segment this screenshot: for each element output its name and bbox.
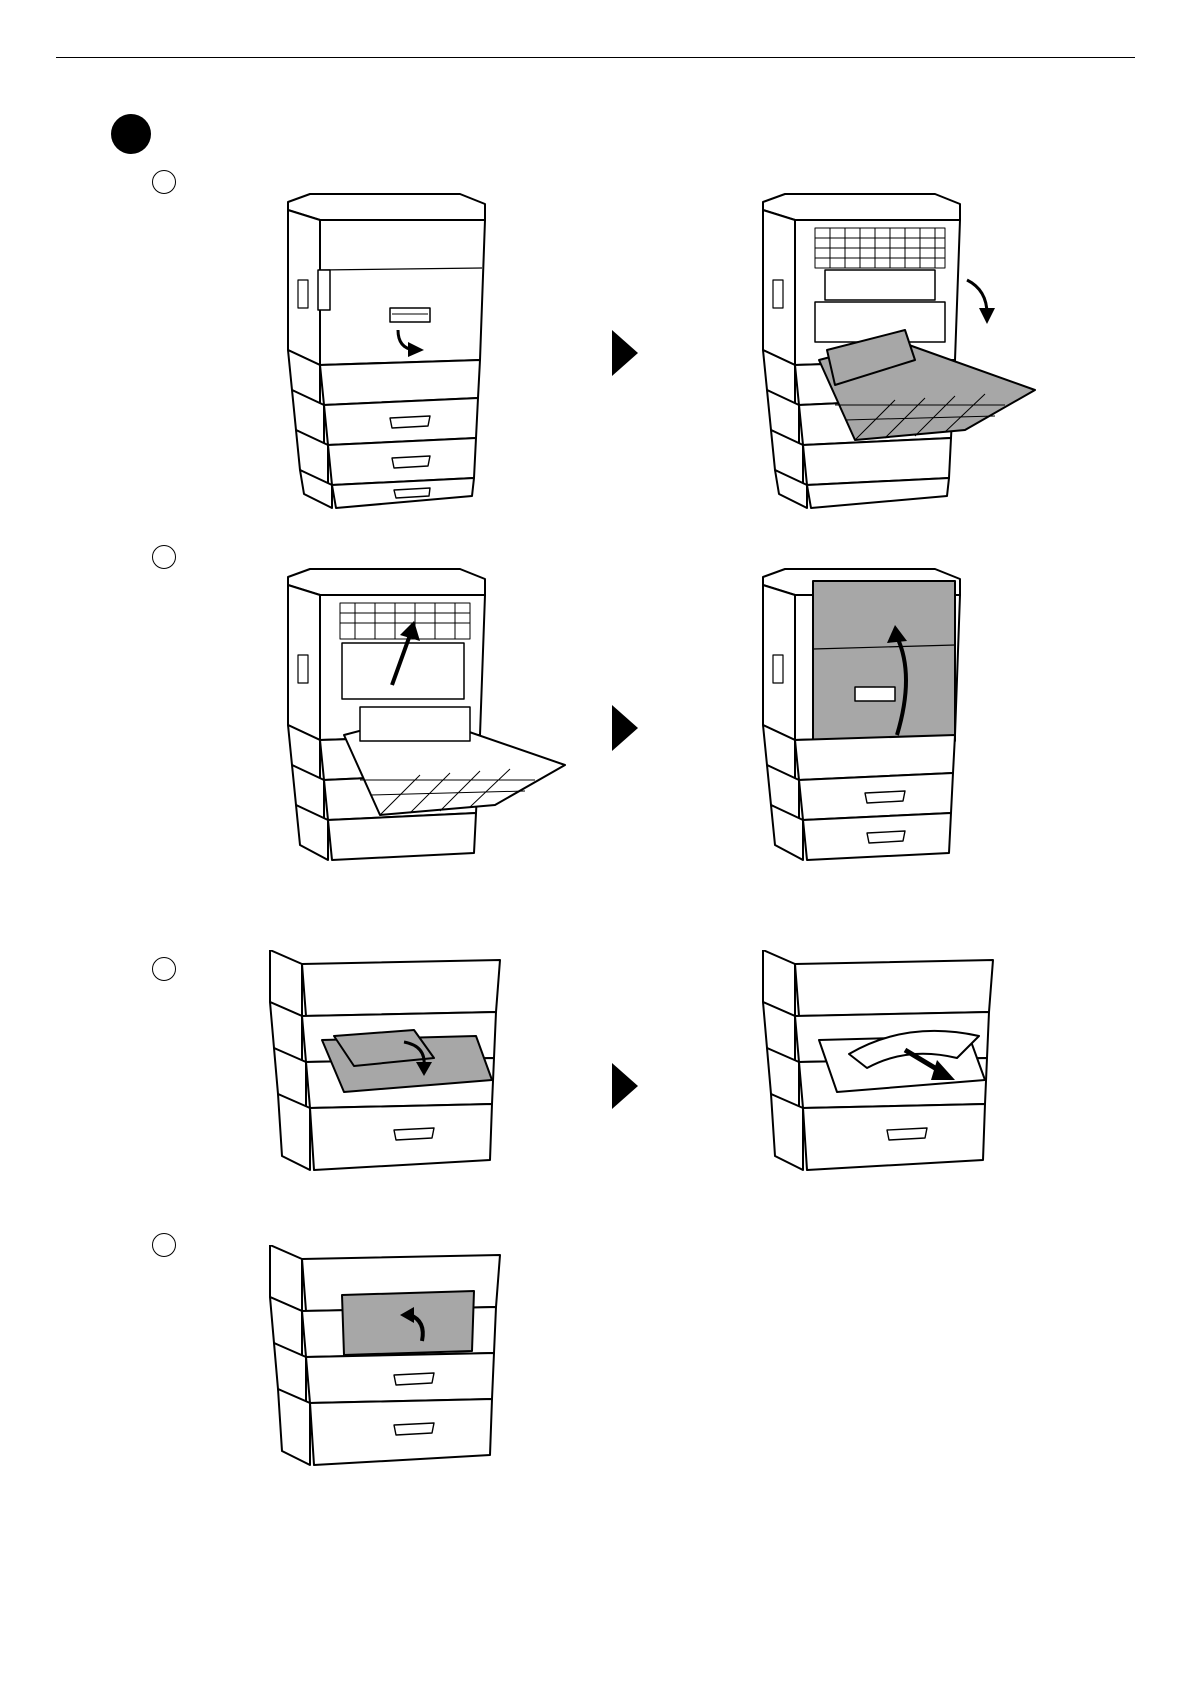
step-2-circle-icon xyxy=(152,545,176,569)
figure-lower-cover-close xyxy=(264,1245,504,1477)
next-arrow-icon xyxy=(612,330,638,376)
next-arrow-icon xyxy=(612,705,638,751)
step-3-circle-icon xyxy=(152,957,176,981)
figure-lower-cover-open xyxy=(264,950,504,1182)
figure-rear-cover-closed xyxy=(280,190,500,520)
step-1-circle-icon xyxy=(152,170,176,194)
figure-fuser-cover-lift xyxy=(280,565,570,895)
step-4-circle-icon xyxy=(152,1233,176,1257)
next-arrow-icon xyxy=(612,1063,638,1109)
header-rule xyxy=(56,57,1135,58)
figure-paper-remove xyxy=(757,950,997,1182)
figure-rear-cover-open xyxy=(755,190,1045,520)
bullet-dot-icon xyxy=(111,114,151,154)
figure-rear-cover-close xyxy=(755,565,975,895)
